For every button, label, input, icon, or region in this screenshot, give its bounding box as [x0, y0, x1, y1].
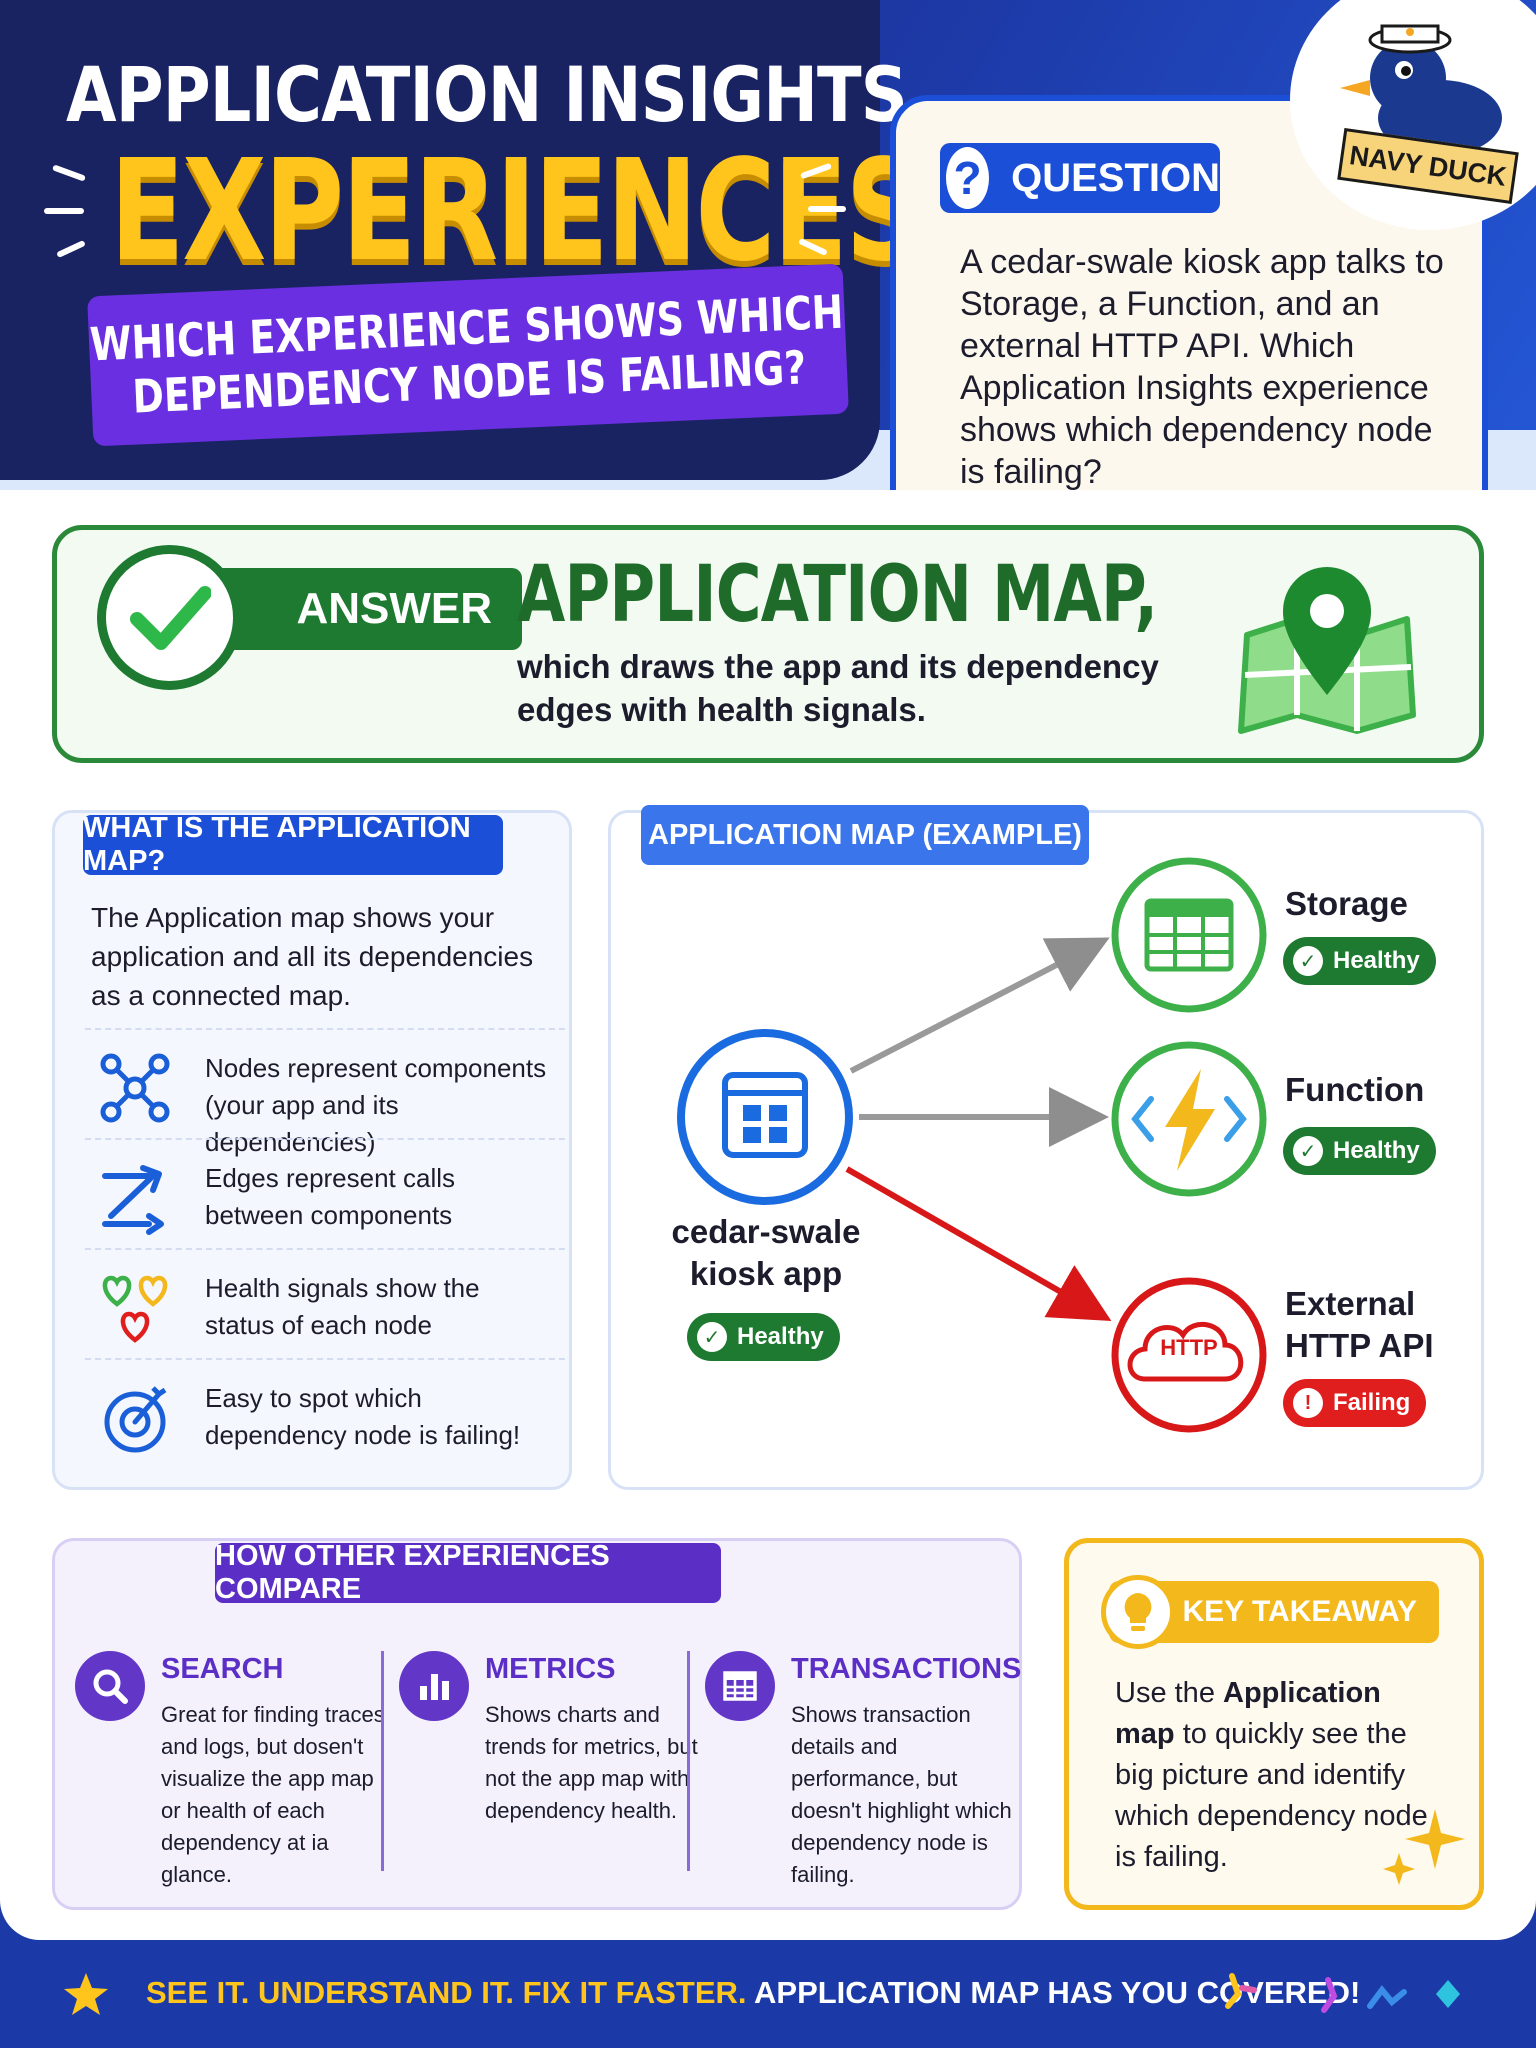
bar-chart-icon [399, 1651, 469, 1721]
compare-text: Shows charts and trends for metrics, but… [485, 1702, 698, 1823]
feature-text: Health signals show the status of each n… [205, 1273, 480, 1340]
title-card: APPLICATION INSIGHTS EXPERIENCES WHICH E… [0, 0, 924, 480]
lightbulb-icon [1101, 1575, 1175, 1649]
table-icon [705, 1651, 775, 1721]
compare-text: Great for finding traces and logs, but d… [161, 1702, 385, 1887]
cloud-icon [1127, 1322, 1244, 1382]
question-text: A cedar-swale kiosk app talks to Storage… [960, 243, 1444, 491]
target-icon [104, 1386, 167, 1453]
check-icon: ✓ [1293, 1136, 1323, 1166]
nodes-icon [100, 1053, 170, 1123]
what-is-intro: The Application map shows your applicati… [91, 902, 534, 1011]
compare-item-search: SEARCH Great for finding traces and logs… [75, 1651, 385, 1891]
app-node [677, 1029, 853, 1205]
feature-item: Edges represent calls between components [85, 1138, 565, 1243]
feature-item: Nodes represent components (your app and… [85, 1028, 565, 1157]
key-takeaway-panel: KEY TAKEAWAY Use the Application map to … [1064, 1538, 1484, 1910]
compare-title: TRANSACTIONS [791, 1653, 1022, 1685]
edge-app-http [845, 1166, 1112, 1321]
footer: SEE IT. UNDERSTAND IT. FIX IT FASTER. AP… [0, 1940, 1536, 2048]
compare-heading: HOW OTHER EXPERIENCES COMPARE [215, 1540, 721, 1605]
map-example-panel: APPLICATION MAP (EXAMPLE) [608, 805, 1484, 1490]
function-label: Function [1285, 1071, 1425, 1108]
what-is-heading: WHAT IS THE APPLICATION MAP? [83, 812, 503, 877]
function-status-badge: ✓ Healthy [1283, 1127, 1436, 1175]
confetti-decoration [1225, 1973, 1460, 2013]
alert-icon: ! [1293, 1388, 1323, 1418]
sparkle-stars-icon [1383, 1809, 1465, 1885]
feature-text: Edges represent calls between components [205, 1163, 456, 1230]
answer-title: APPLICATION MAP, [517, 550, 1158, 640]
question-badge: ? QUESTION [940, 143, 1220, 213]
what-is-panel: WHAT IS THE APPLICATION MAP? The Applica… [52, 810, 572, 1490]
http-api-status-badge: ! Failing [1283, 1379, 1427, 1427]
map-example-heading: APPLICATION MAP (EXAMPLE) [641, 805, 1089, 865]
compare-divider [381, 1651, 384, 1871]
edge-app-storage [849, 937, 1110, 1074]
answer-card: ANSWER APPLICATION MAP, which draws the … [52, 525, 1484, 763]
sparkle-decoration [51, 164, 87, 182]
cloud-http-text: HTTP [1160, 1335, 1218, 1360]
app-window-icon [722, 1072, 808, 1158]
map-pin-icon [1238, 567, 1416, 734]
sparkle-decoration [808, 206, 846, 212]
compare-text: Shows transaction details and performanc… [791, 1702, 1012, 1887]
storage-table-icon [1144, 898, 1234, 972]
check-icon: ✓ [1293, 946, 1323, 976]
search-icon [75, 1651, 145, 1721]
http-api-label: External HTTP API [1285, 1285, 1434, 1364]
app-status-badge: ✓ Healthy [687, 1313, 840, 1361]
answer-description: which draws the app and its dependency e… [517, 648, 1159, 728]
compare-divider [687, 1651, 690, 1871]
feature-item: Health signals show the status of each n… [85, 1248, 565, 1353]
map-diagram [677, 857, 1267, 1433]
sparkle-decoration [44, 208, 84, 214]
compare-panel: HOW OTHER EXPERIENCES COMPARE SEARCH Gre… [52, 1538, 1022, 1910]
storage-label: Storage [1285, 885, 1408, 922]
star-icon [64, 1973, 108, 2015]
footer-slogan: SEE IT. UNDERSTAND IT. FIX IT FASTER. AP… [146, 1975, 1361, 2010]
compare-title: SEARCH [161, 1653, 284, 1685]
function-lightning-icon [1131, 1069, 1247, 1171]
feature-text: Easy to spot which dependency node is fa… [205, 1383, 521, 1450]
app-node-label: cedar-swale kiosk app [671, 1213, 861, 1292]
compare-item-transactions: TRANSACTIONS Shows transaction details a… [705, 1651, 1021, 1891]
feature-item: Easy to spot which dependency node is fa… [85, 1358, 565, 1463]
sparkle-decoration [56, 239, 86, 259]
checkmark-icon [97, 545, 242, 690]
feature-text: Nodes represent components (your app and… [205, 1053, 547, 1157]
hearts-icon [102, 1275, 168, 1343]
compare-title: METRICS [485, 1653, 616, 1685]
edges-icon [102, 1165, 164, 1235]
question-mark-icon: ? [946, 147, 990, 209]
question-label: QUESTION [1011, 155, 1220, 200]
page-title-line1: APPLICATION INSIGHTS [66, 50, 908, 139]
storage-status-badge: ✓ Healthy [1283, 937, 1436, 985]
check-icon: ✓ [697, 1322, 727, 1352]
compare-item-metrics: METRICS Shows charts and trends for metr… [399, 1651, 699, 1891]
key-takeaway-text: Use the Application map to quickly see t… [1115, 1677, 1428, 1873]
subtitle-banner: WHICH EXPERIENCE SHOWS WHICH DEPENDENCY … [87, 263, 849, 447]
